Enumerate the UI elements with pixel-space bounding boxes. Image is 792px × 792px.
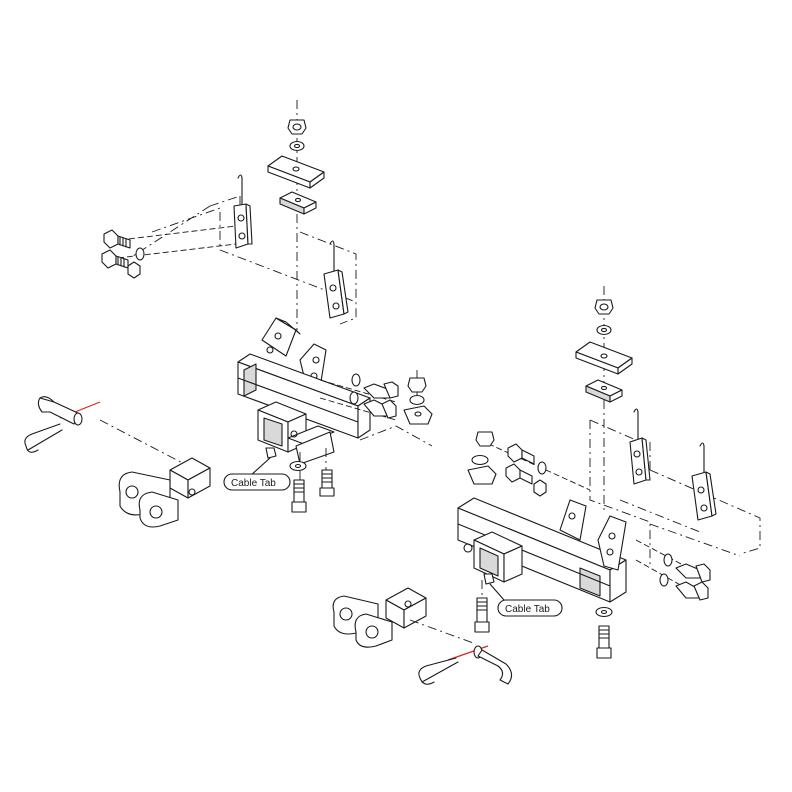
left-cable-tab-callout: Cable Tab — [223, 457, 291, 491]
right-top-nut — [594, 299, 614, 315]
left-shank-clevis — [118, 457, 211, 528]
left-side-bolts-right — [319, 373, 399, 421]
left-top-nut — [287, 119, 307, 135]
left-hitch-body — [237, 317, 371, 465]
left-right-nut-washer — [359, 370, 433, 447]
right-side-bolts-upper — [467, 431, 591, 497]
right-hitch-body — [457, 497, 627, 603]
right-top-plate — [575, 341, 633, 375]
left-lower-fasteners — [289, 448, 335, 513]
left-assembly: Cable Tab — [24, 100, 433, 528]
left-side-plate-a — [233, 174, 253, 249]
right-cable-tab-label: Cable Tab — [505, 604, 550, 615]
right-spacer-block — [585, 379, 623, 403]
left-top-plate — [267, 155, 325, 189]
left-side-plate-b — [323, 240, 349, 319]
left-top-washer — [289, 140, 305, 152]
right-top-washer — [596, 324, 612, 336]
right-shank-clevis — [332, 587, 477, 648]
left-spacer-block — [279, 191, 317, 215]
left-pin-clip — [24, 423, 63, 453]
left-bracket-outline — [129, 195, 357, 325]
right-lower-fasteners — [474, 580, 613, 659]
right-cable-tab-callout: Cable Tab — [489, 583, 563, 617]
right-hitch-pin — [418, 645, 513, 685]
left-cable-tab-label: Cable Tab — [231, 478, 276, 489]
right-assembly: Cable Tab — [332, 286, 761, 685]
right-side-plate-b — [691, 442, 717, 521]
left-hitch-pin — [24, 396, 197, 471]
right-bracket-outline — [589, 420, 761, 566]
left-side-bolts-upper — [101, 225, 237, 279]
right-side-bolts-right — [635, 539, 711, 601]
right-pin-clip — [418, 657, 459, 685]
right-side-plate-a — [629, 408, 651, 485]
